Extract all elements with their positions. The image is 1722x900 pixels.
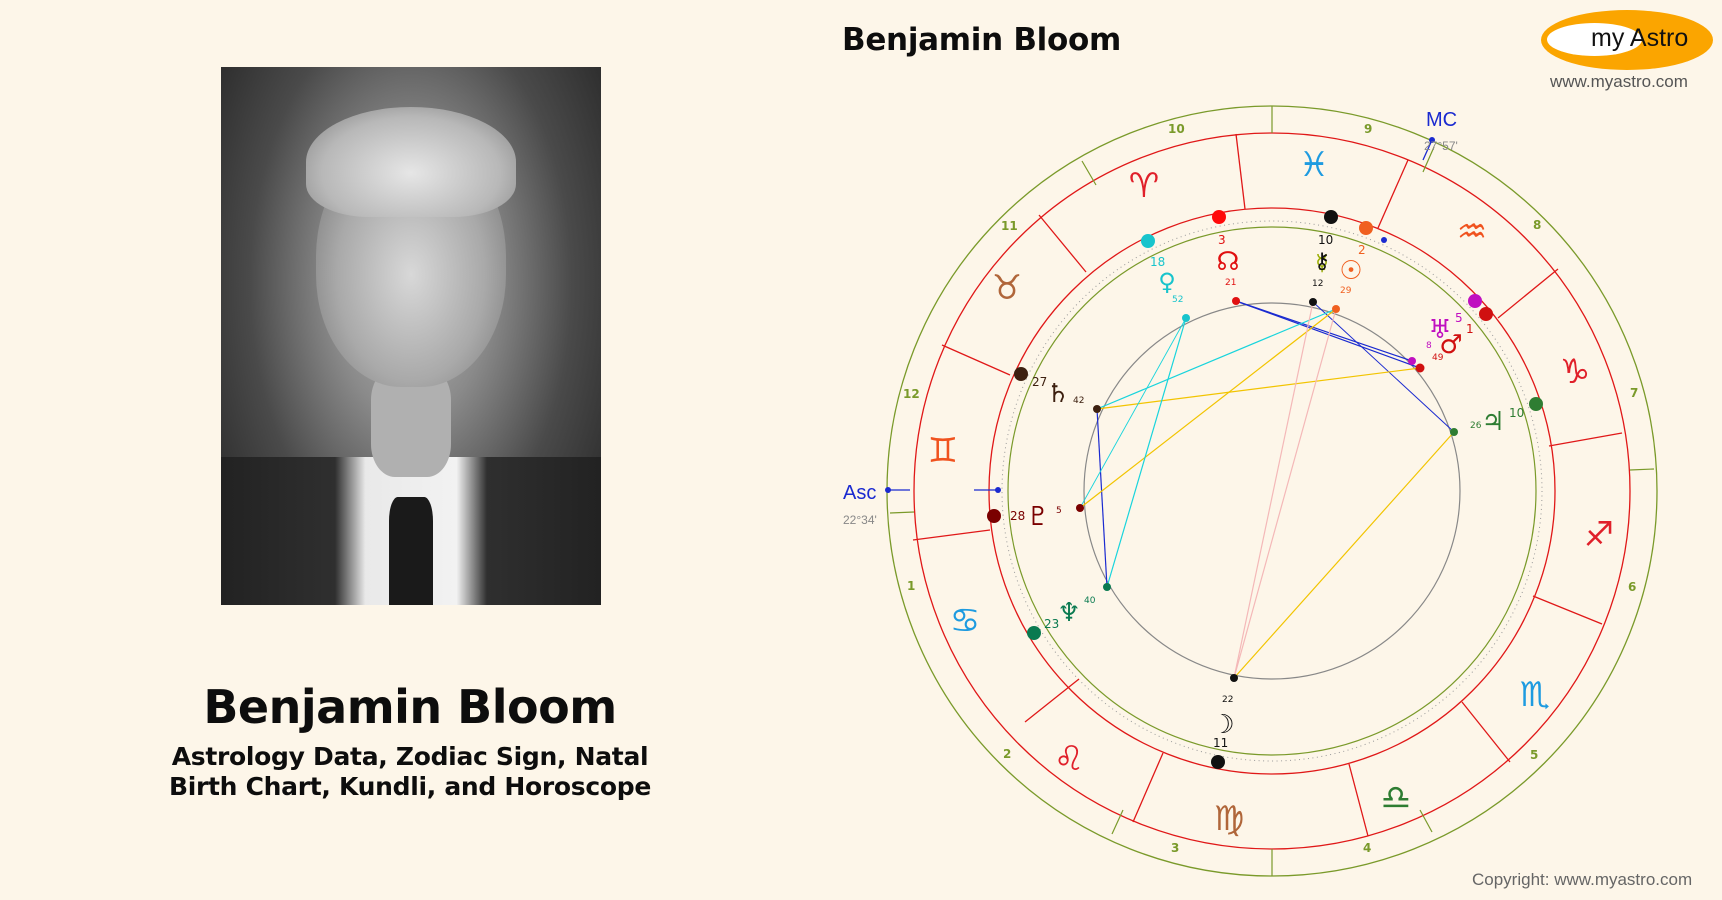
photo-hair xyxy=(306,107,516,217)
sign-glyphs: ♓ ♒ ♑ ♐ ♏ ♎ ♍ ♌ ♋ ♊ ♉ ♈ xyxy=(928,145,1614,839)
asc-label: Asc xyxy=(843,482,876,504)
house-number-4: 4 xyxy=(1363,841,1371,855)
house-number-11: 11 xyxy=(1001,219,1018,233)
house-number-3: 3 xyxy=(1171,841,1179,855)
leo-icon: ♌ xyxy=(1054,739,1084,779)
mc-label: MC xyxy=(1426,109,1457,131)
person-subtitle: Astrology Data, Zodiac Sign, Natal Birth… xyxy=(150,742,670,802)
subtitle-line-1: Astrology Data, Zodiac Sign, Natal xyxy=(171,742,649,771)
planet-labels: ☉ 2 29 ☽ 11 22 ☿ 10 12 ♀ 18 52 ♂ 1 49 ♃ … xyxy=(1010,233,1524,750)
sun-degree: 2 xyxy=(1358,243,1366,257)
house-number-1: 1 xyxy=(907,579,915,593)
chiron-icon: ⚷ xyxy=(1314,249,1330,274)
moon-icon: ☽ xyxy=(1211,710,1234,740)
saturn-minute: 42 xyxy=(1073,396,1084,406)
copyright-text: Copyright: www.myastro.com xyxy=(1472,870,1693,889)
house-number-5: 5 xyxy=(1530,748,1538,762)
pisces-icon: ♓ xyxy=(1299,145,1329,185)
myastro-logo[interactable]: my Astro xyxy=(1541,10,1713,70)
virgo-icon: ♍ xyxy=(1214,799,1244,839)
capricorn-icon: ♑ xyxy=(1560,352,1590,392)
moon-degree: 11 xyxy=(1213,736,1228,750)
asc-degree: 22°34' xyxy=(843,513,877,527)
jupiter-degree: 10 xyxy=(1509,406,1524,420)
house-number-8: 8 xyxy=(1533,218,1541,232)
mc-degree: 27°57' xyxy=(1424,139,1458,153)
venus-icon: ♀ xyxy=(1158,268,1176,296)
mars-degree: 1 xyxy=(1466,322,1474,336)
aries-icon: ♈ xyxy=(1129,166,1159,206)
portrait-photo xyxy=(221,67,601,605)
house-number-6: 6 xyxy=(1628,580,1636,594)
sagittarius-icon: ♐ xyxy=(1584,515,1614,555)
scorpio-icon: ♏ xyxy=(1520,675,1550,715)
sun-minute: 29 xyxy=(1340,286,1352,296)
house-number-10: 10 xyxy=(1168,122,1185,136)
mars-icon: ♂ xyxy=(1439,330,1462,360)
moon-minute: 22 xyxy=(1222,695,1233,705)
pluto-minute: 5 xyxy=(1056,506,1062,516)
sun-icon: ☉ xyxy=(1339,256,1362,286)
logo-inner-ellipse xyxy=(1547,23,1642,56)
jupiter-minute: 26 xyxy=(1470,421,1482,431)
taurus-icon: ♉ xyxy=(992,268,1022,308)
house-number-9: 9 xyxy=(1364,122,1372,136)
aspect-lines xyxy=(1079,300,1455,679)
house-number-2: 2 xyxy=(1003,747,1011,761)
chart-title: Benjamin Bloom xyxy=(842,22,1122,58)
logo-text: my Astro xyxy=(1591,24,1689,52)
saturn-icon: ♄ xyxy=(1046,379,1069,409)
mercury-icon: ☿ xyxy=(1315,251,1329,276)
house-number-7: 7 xyxy=(1630,386,1638,400)
uranus-icon: ♅ xyxy=(1428,315,1451,345)
person-name-heading: Benjamin Bloom xyxy=(203,680,617,734)
cancer-icon: ♋ xyxy=(950,601,980,641)
house-number-12: 12 xyxy=(903,387,920,401)
neptune-minute: 40 xyxy=(1084,596,1096,606)
house-numbers: 1 2 3 4 5 6 7 8 9 10 11 12 xyxy=(903,122,1638,855)
venus-degree: 18 xyxy=(1150,255,1165,269)
inner-planet-points xyxy=(1076,297,1458,682)
north-node-minute: 21 xyxy=(1225,278,1236,288)
angle-axes xyxy=(885,137,1435,493)
saturn-degree: 27 xyxy=(1032,375,1047,389)
photo-tie xyxy=(389,497,433,605)
gemini-icon: ♊ xyxy=(928,431,958,471)
outer-planet-dots xyxy=(987,210,1543,769)
neptune-degree: 23 xyxy=(1044,617,1059,631)
venus-minute: 52 xyxy=(1172,295,1183,305)
jupiter-icon: ♃ xyxy=(1481,407,1504,437)
pluto-icon: ♇ xyxy=(1026,502,1049,532)
logo-url[interactable]: www.myastro.com xyxy=(1550,72,1688,91)
sign-dividers xyxy=(912,133,1623,837)
uranus-degree: 5 xyxy=(1455,311,1463,325)
pluto-degree: 28 xyxy=(1010,509,1025,523)
aquarius-icon: ♒ xyxy=(1457,212,1487,252)
uranus-minute: 8 xyxy=(1426,341,1432,351)
north-node-icon: ☊ xyxy=(1216,247,1239,277)
mars-minute: 49 xyxy=(1432,353,1444,363)
house-dividers xyxy=(889,106,1655,876)
mercury-minute: 12 xyxy=(1312,279,1323,289)
subtitle-line-2: Birth Chart, Kundli, and Horoscope xyxy=(168,772,652,801)
mercury-degree: 10 xyxy=(1318,233,1333,247)
libra-icon: ♎ xyxy=(1381,778,1411,818)
north-node-degree: 3 xyxy=(1218,233,1226,247)
neptune-icon: ♆ xyxy=(1057,598,1080,628)
